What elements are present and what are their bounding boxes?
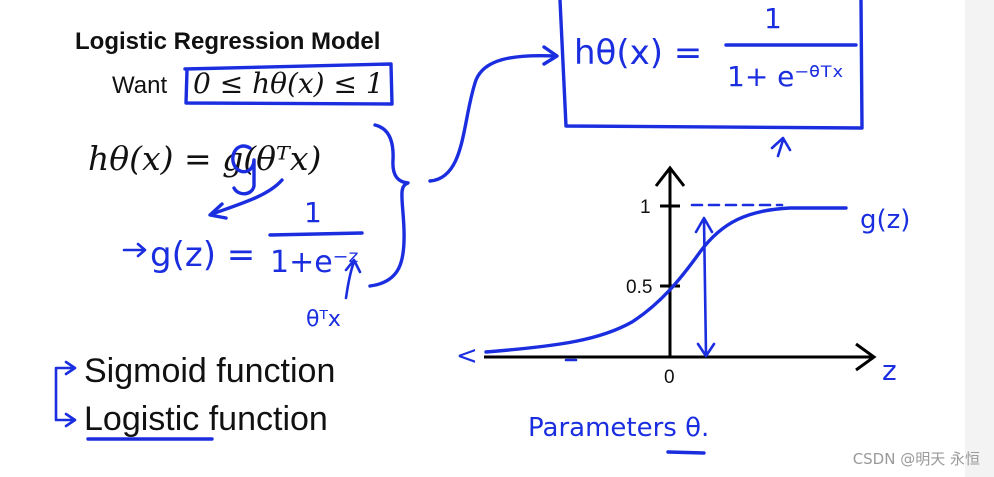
g-denominator: 1+e⁻ᶻ xyxy=(270,245,360,280)
sigmoid-function-label: Sigmoid function xyxy=(84,352,335,390)
z-note: θᵀx xyxy=(306,307,341,332)
x-tick-label-0: 0 xyxy=(664,367,675,388)
box-numerator: 1 xyxy=(764,2,782,35)
want-expression: 0 ≤ hθ(x) ≤ 1 xyxy=(193,67,384,100)
formula-box xyxy=(558,0,864,130)
watermark-text: CSDN @明天 永恒 xyxy=(852,450,980,468)
name-bracket xyxy=(54,360,77,428)
y-tick-label-1: 1 xyxy=(640,197,651,218)
x-axis-arrowhead xyxy=(855,342,877,372)
slide-title: Logistic Regression Model xyxy=(75,28,380,55)
g-circle-stroke xyxy=(231,144,256,196)
want-highlight-box xyxy=(183,62,394,106)
vertical-marker xyxy=(694,216,716,358)
x-axis-label: z xyxy=(882,354,897,387)
g-fraction-bar xyxy=(268,231,364,237)
hypothesis-equation: hθ(x) = g(θᵀx) xyxy=(88,139,321,178)
arrow-to-box xyxy=(428,53,558,183)
y-axis-arrowhead xyxy=(654,165,686,187)
sigmoid-curve xyxy=(484,206,848,354)
g-numerator: 1 xyxy=(304,196,322,229)
logistic-function-label: Logistic function xyxy=(84,400,328,438)
curve-label: g(z) xyxy=(860,205,910,235)
parameters-underline xyxy=(666,450,706,455)
box-pointer-arrow xyxy=(770,136,792,158)
box-denominator: 1+ e⁻ᶿᵀˣ xyxy=(727,60,844,93)
z-note-arrow xyxy=(344,258,362,300)
left-axis-marker: < xyxy=(456,341,478,371)
parameters-note: Parameters θ. xyxy=(528,413,709,443)
box-lhs: hθ(x) = xyxy=(574,33,702,73)
scroll-strip xyxy=(965,0,994,477)
grouping-brace xyxy=(368,123,410,288)
arrow-to-g-of-z xyxy=(210,178,284,216)
want-label: Want xyxy=(112,72,167,99)
g-of-z-label: g(z) = xyxy=(150,235,255,275)
arrow-to-box-head xyxy=(542,45,559,66)
g-of-z-arrow-prefix xyxy=(122,242,147,258)
arrow-to-g-of-z-head xyxy=(208,202,228,220)
y-tick-label-0-5: 0.5 xyxy=(626,277,652,298)
